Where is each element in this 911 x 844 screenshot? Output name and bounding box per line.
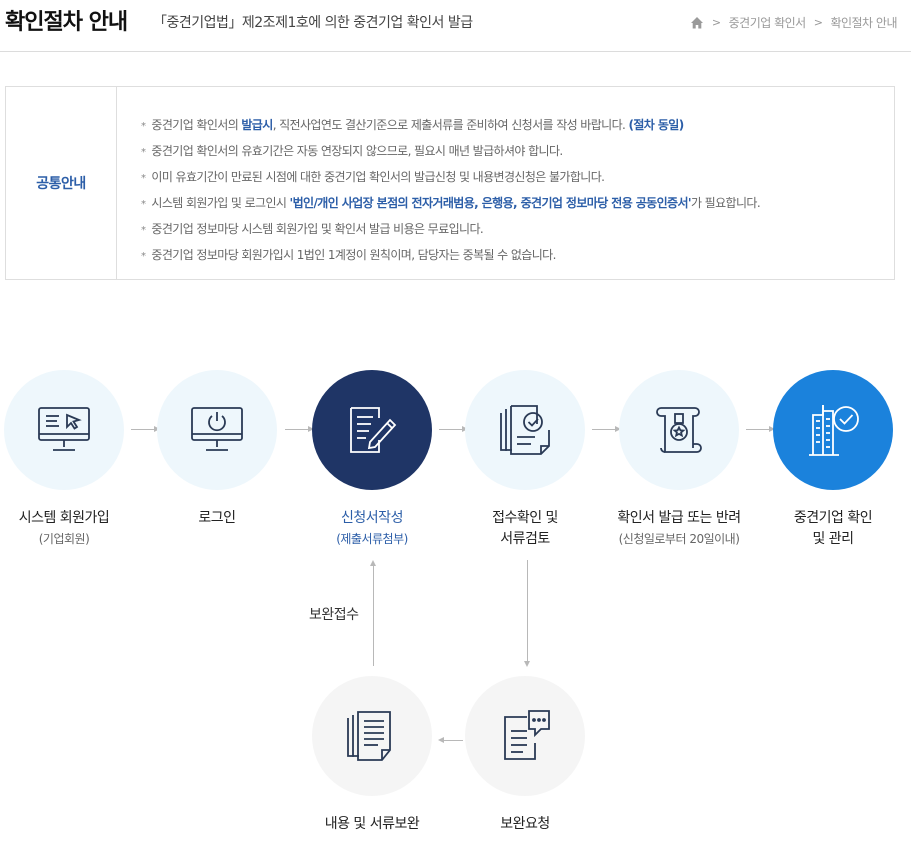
step-sub: (기업회원)	[38, 532, 90, 546]
chevron-right-icon: >	[813, 16, 823, 29]
flow-arrow	[592, 426, 621, 432]
step-sub: (신청일로부터 20일이내)	[618, 532, 740, 546]
chevron-right-icon: >	[711, 16, 721, 29]
step-circle	[4, 370, 124, 490]
step-circle	[619, 370, 739, 490]
notice-item: 중견기업 확인서의 유효기간은 자동 연장되지 않으므로, 필요시 매년 발급하…	[141, 139, 760, 165]
step-signup: 시스템 회원가입 (기업회원)	[0, 370, 139, 549]
step-sub: (제출서류첨부)	[336, 532, 408, 546]
document-check-icon	[500, 405, 550, 455]
notice-item: 중견기업 확인서의 발급시, 직전사업연도 결산기준으로 제출서류를 준비하여 …	[141, 113, 760, 139]
page-title: 확인절차 안내	[5, 10, 128, 35]
document-pen-icon	[350, 407, 397, 453]
breadcrumb-item[interactable]: 중견기업 확인서	[728, 16, 807, 30]
step-label: 내용 및 서류보완	[324, 816, 420, 832]
breadcrumb-item[interactable]: 확인절차 안내	[830, 16, 897, 30]
notice-item: 시스템 회원가입 및 로그인시 '법인/개인 사업장 본점의 전자거래범용, 은…	[141, 191, 760, 217]
notice-item: 이미 유효기간이 만료된 시점에 대한 중견기업 확인서의 발급신청 및 내용변…	[141, 165, 760, 191]
notice-list: 중견기업 확인서의 발급시, 직전사업연도 결산기준으로 제출서류를 준비하여 …	[117, 87, 760, 279]
step-label: 확인서 발급 또는 반려	[617, 510, 741, 526]
step-circle	[157, 370, 277, 490]
step-circle	[312, 370, 432, 490]
step-login: 로그인	[142, 370, 292, 529]
step-label: 보완요청	[500, 816, 550, 832]
flow-arrow	[285, 426, 314, 432]
common-notice-box: 공통안내 중견기업 확인서의 발급시, 직전사업연도 결산기준으로 제출서류를 …	[5, 86, 895, 280]
page-subtitle: 「중견기업법」제2조제1호에 의한 중견기업 확인서 발급	[153, 15, 473, 31]
certificate-medal-icon	[656, 407, 702, 453]
flow-arrow	[746, 426, 775, 432]
breadcrumb: > 중견기업 확인서 > 확인절차 안내	[690, 14, 897, 31]
step-revise: 내용 및 서류보완	[297, 676, 447, 835]
page-header: 확인절차 안내 「중견기업법」제2조제1호에 의한 중견기업 확인서 발급 > …	[0, 0, 911, 52]
flow-arrow-left	[438, 737, 463, 743]
resubmit-arrow	[370, 560, 376, 666]
resubmit-label: 보완접수	[309, 607, 359, 623]
monitor-cursor-icon	[38, 407, 90, 451]
step-label: 로그인	[198, 510, 236, 526]
step-circle	[312, 676, 432, 796]
step-label: 신청서작성	[341, 510, 403, 526]
notice-label: 공통안내	[6, 87, 117, 279]
notice-item: 중견기업 정보마당 시스템 회원가입 및 확인서 발급 비용은 무료입니다.	[141, 217, 760, 243]
step-label: 시스템 회원가입	[18, 510, 110, 526]
step-issue: 확인서 발급 또는 반려 (신청일로부터 20일이내)	[604, 370, 754, 549]
document-comment-icon	[504, 710, 550, 760]
step-request: 보완요청	[450, 676, 600, 835]
step-application: 신청서작성 (제출서류첨부)	[297, 370, 447, 549]
home-icon[interactable]	[690, 16, 704, 30]
step-circle	[465, 370, 585, 490]
monitor-power-icon	[191, 407, 243, 451]
request-arrow	[524, 560, 530, 667]
building-check-icon	[809, 405, 859, 456]
step-circle	[465, 676, 585, 796]
notice-item: 중견기업 정보마당 회원가입시 1법인 1계정이 원칙이며, 담당자는 중복될 …	[141, 243, 760, 269]
step-circle	[773, 370, 893, 490]
documents-stack-icon	[347, 711, 391, 761]
